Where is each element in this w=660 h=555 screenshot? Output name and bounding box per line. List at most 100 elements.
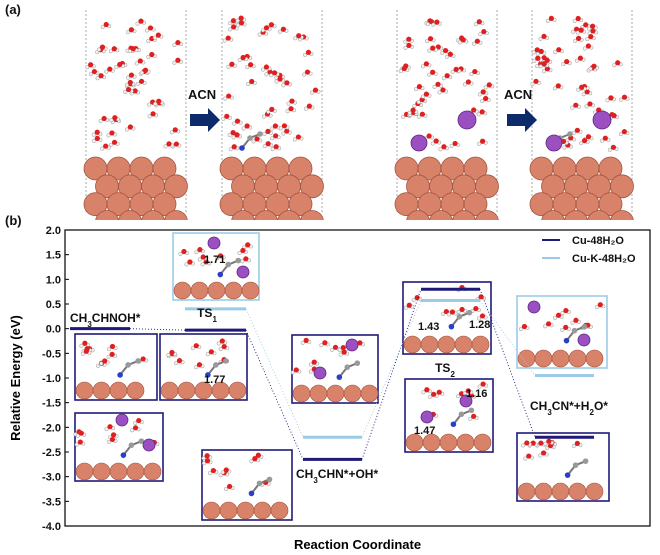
oxygen-atom — [610, 144, 617, 150]
hydrogen-atom — [278, 126, 283, 131]
oxygen-atom — [357, 340, 363, 346]
y-tick-label: -2.5 — [42, 447, 61, 459]
hydrogen-atom — [96, 47, 102, 52]
hydrogen-atom — [428, 394, 433, 399]
oxygen-atom — [150, 111, 156, 117]
bond-distance-label: 1.28 — [469, 319, 490, 331]
oxygen-atom — [585, 43, 591, 49]
oxygen-atom — [579, 84, 585, 90]
oxygen-atom — [226, 93, 232, 99]
oxygen-atom — [255, 452, 261, 458]
hydrogen-atom — [483, 85, 488, 90]
oxygen-atom — [444, 73, 450, 79]
y-tick-label: -2.0 — [42, 422, 61, 434]
copper-atom — [564, 210, 588, 220]
oxygen-atom — [573, 102, 579, 108]
oxygen-atom — [138, 18, 144, 24]
hydrogen-atom — [172, 43, 177, 48]
copper-atom — [236, 501, 255, 520]
hydrogen-atom — [618, 97, 624, 102]
copper-atom — [300, 174, 324, 199]
hydrogen-atom — [477, 384, 482, 389]
oxygen-atom — [585, 134, 592, 140]
hydrogen-atom — [308, 362, 313, 367]
hydrogen-atom — [124, 127, 129, 132]
hydrogen-atom — [218, 347, 223, 352]
copper-atom — [75, 381, 94, 400]
hydrogen-atom — [125, 75, 131, 80]
hydrogen-atom — [270, 147, 275, 152]
oxygen-atom — [111, 139, 118, 145]
copper-slab — [405, 433, 492, 452]
hydrogen-atom — [123, 89, 128, 95]
hydrogen-atom — [114, 64, 119, 70]
hydrogen-atom — [270, 136, 275, 141]
hydrogen-atom — [444, 54, 449, 59]
state-label-0: CH3CHNOH* — [70, 311, 141, 329]
copper-atom — [92, 462, 111, 481]
oxygen-atom — [200, 254, 206, 260]
hydrogen-atom — [552, 86, 557, 91]
state-label-3: TS2 — [435, 361, 455, 379]
oxygen-atom — [240, 54, 246, 61]
nitrogen-atom — [239, 145, 245, 151]
oxygen-atom — [229, 61, 235, 67]
hydrogen-atom — [222, 38, 227, 43]
potassium-atom — [142, 438, 156, 452]
copper-atom — [141, 210, 165, 220]
oxygen-atom — [91, 68, 97, 75]
acn-adsorbate — [248, 476, 273, 497]
oxygen-atom — [269, 106, 275, 112]
potassium-atom — [457, 110, 477, 130]
hydrogen-atom — [266, 109, 271, 114]
hydrogen-atom — [106, 439, 111, 444]
hydrogen-atom — [543, 324, 548, 329]
hydrogen-atom — [440, 312, 445, 317]
hydrogen-atom — [477, 141, 482, 146]
oxygen-atom — [101, 115, 107, 122]
y-tick-label: -0.5 — [42, 348, 61, 360]
oxygen-atom — [406, 302, 412, 308]
oxygen-atom — [82, 340, 88, 346]
hydrogen-atom — [416, 100, 421, 105]
copper-atom — [463, 192, 488, 217]
oxygen-atom — [107, 66, 113, 72]
oxygen-atom — [78, 430, 84, 436]
oxygen-atom — [284, 128, 290, 134]
inset-ts2-cuk: 1.161.47 — [404, 378, 494, 453]
hydrogen-atom — [227, 21, 233, 26]
hydrogen-atom — [231, 121, 237, 126]
carbon-atom — [266, 476, 273, 483]
oxygen-atom — [117, 61, 123, 68]
water-layer — [201, 452, 271, 492]
oxygen-atom — [575, 15, 581, 22]
copper-atom — [456, 433, 475, 452]
hydrogen-atom — [146, 38, 151, 44]
oxygen-atom — [142, 67, 149, 73]
oxygen-atom — [486, 82, 492, 88]
hydrogen-atom — [235, 18, 240, 23]
hydrogen-atom — [95, 363, 101, 368]
oxygen-atom — [575, 35, 582, 41]
hydrogen-atom — [264, 72, 269, 77]
structure-cu-water — [83, 10, 188, 220]
panel-a-tag: (a) — [5, 2, 21, 17]
hydrogen-atom — [166, 352, 171, 358]
oxygen-atom — [578, 27, 584, 33]
hydrogen-atom — [231, 135, 236, 140]
hydrogen-atom — [221, 116, 226, 121]
oxygen-atom — [471, 413, 477, 419]
hydrogen-atom — [293, 36, 298, 41]
oxygen-atom — [416, 84, 423, 90]
oxygen-atom — [546, 321, 552, 327]
oxygen-atom — [265, 141, 271, 147]
hydrogen-atom — [424, 39, 430, 44]
hydrogen-atom — [456, 394, 461, 399]
hydrogen-atom — [292, 137, 297, 142]
oxygen-atom — [172, 127, 178, 133]
copper-atom — [143, 462, 162, 481]
oxygen-atom — [289, 98, 295, 104]
structure-cu-k-water-acn — [529, 10, 634, 220]
oxygen-atom — [109, 351, 115, 357]
